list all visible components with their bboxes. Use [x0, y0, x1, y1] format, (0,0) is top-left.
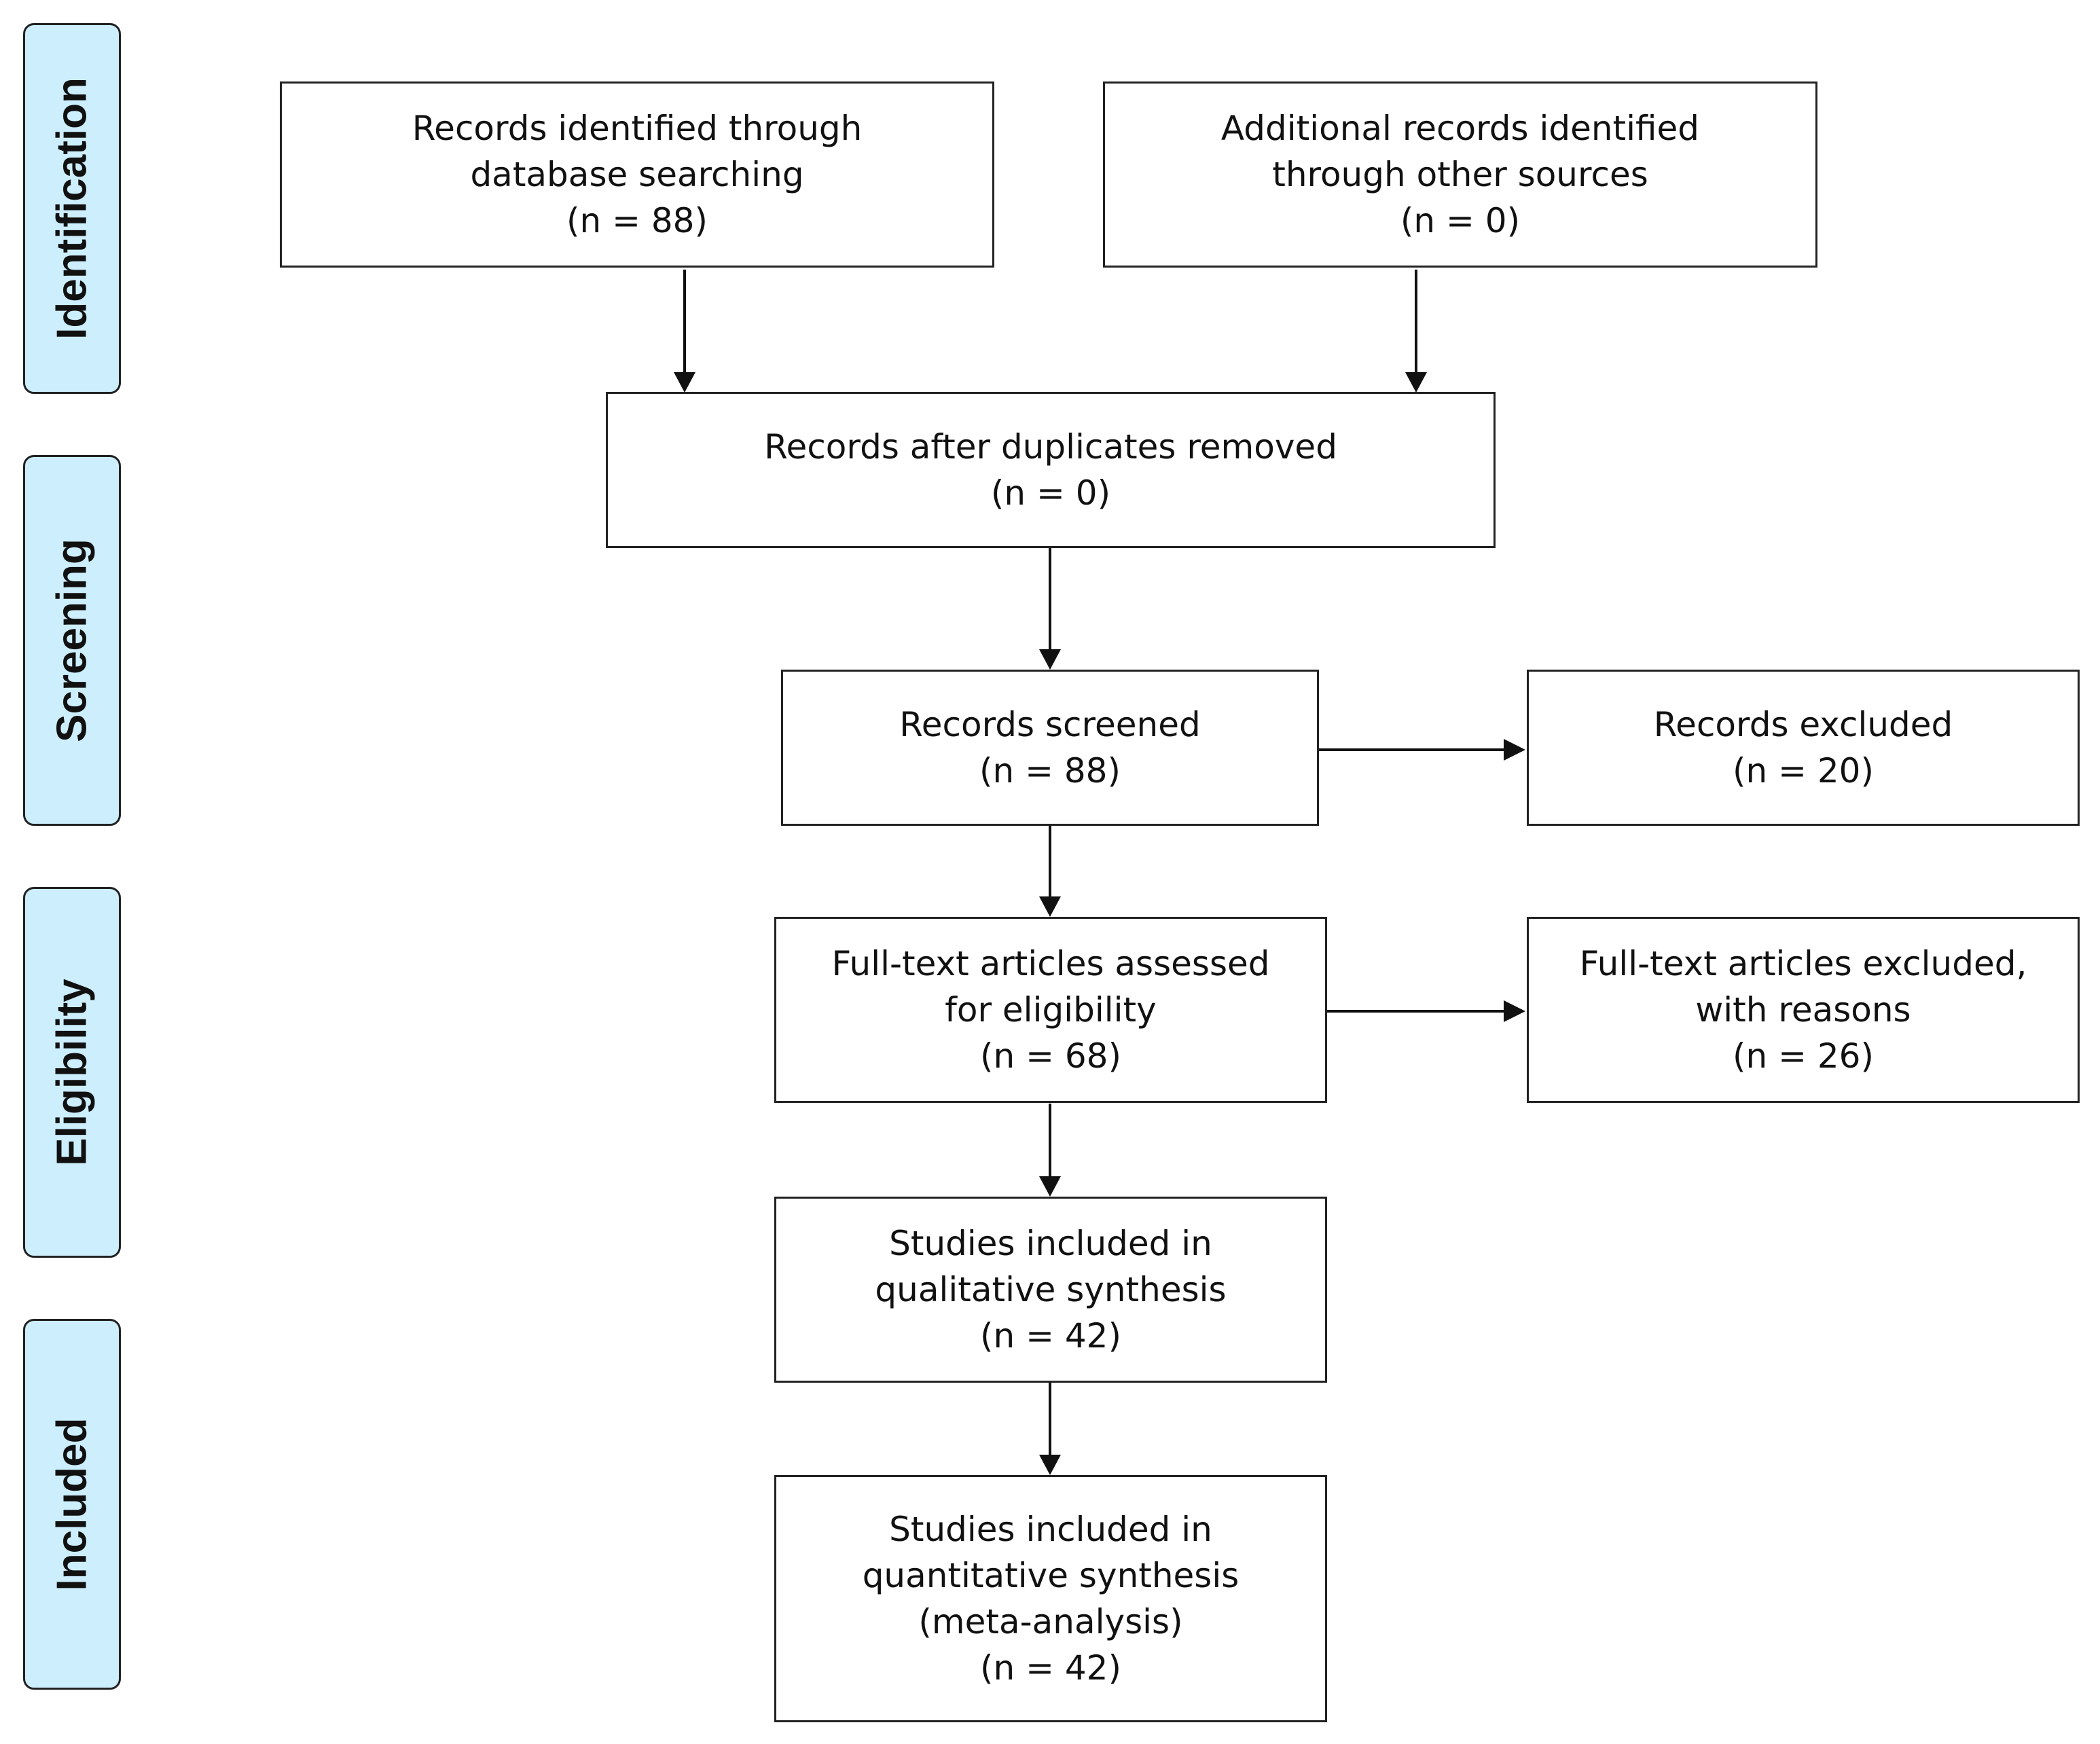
box-count: (n = 68)	[979, 1036, 1121, 1076]
box-count: (n = 42)	[979, 1316, 1121, 1356]
box-line: Studies included in	[889, 1224, 1212, 1263]
box-count: (n = 20)	[1732, 751, 1874, 791]
arrowhead	[1039, 1455, 1061, 1475]
box-line: with reasons	[1695, 990, 1911, 1030]
arrowhead	[1405, 372, 1427, 393]
box-qualitative-synthesis: Studies included in qualitative synthesi…	[774, 1197, 1327, 1383]
box-after-duplicates: Records after duplicates removed (n = 0)	[606, 392, 1496, 548]
box-line: for eligibility	[945, 990, 1157, 1030]
box-line: Records after duplicates removed	[764, 427, 1337, 467]
box-fulltext-excluded: Full-text articles excluded, with reason…	[1527, 917, 2080, 1103]
box-count: (n = 88)	[566, 201, 708, 240]
arrowhead	[1039, 896, 1061, 917]
box-quantitative-synthesis: Studies included in quantitative synthes…	[774, 1475, 1327, 1722]
box-count: (n = 42)	[979, 1648, 1121, 1688]
box-line: Studies included in	[889, 1510, 1212, 1549]
box-line: database searching	[470, 155, 804, 194]
phase-eligibility: Eligibility	[23, 887, 121, 1258]
arrowhead	[1504, 1000, 1525, 1022]
phase-identification: Identification	[23, 23, 121, 394]
arrowhead	[1504, 739, 1525, 761]
arrowhead	[1039, 649, 1061, 670]
box-line: Full-text articles assessed	[831, 944, 1270, 983]
box-other-sources: Additional records identified through ot…	[1103, 81, 1817, 268]
box-records-excluded: Records excluded (n = 20)	[1527, 670, 2080, 826]
box-line: Full-text articles excluded,	[1579, 944, 2027, 983]
box-line: Additional records identified	[1220, 109, 1700, 148]
box-count: (n = 26)	[1732, 1036, 1874, 1076]
arrowhead	[674, 372, 695, 393]
box-database-search: Records identified through database sear…	[280, 81, 994, 268]
box-line: (meta-analysis)	[918, 1602, 1183, 1641]
phase-screening: Screening	[23, 455, 121, 826]
phase-included: Included	[23, 1319, 121, 1690]
box-line: Records identified through	[412, 109, 863, 148]
arrowhead	[1039, 1176, 1061, 1197]
box-count: (n = 0)	[1400, 201, 1521, 240]
box-line: quantitative synthesis	[862, 1556, 1239, 1595]
box-count: (n = 88)	[979, 751, 1121, 791]
box-count: (n = 0)	[990, 473, 1111, 513]
box-fulltext-assessed: Full-text articles assessed for eligibil…	[774, 917, 1327, 1103]
box-line: through other sources	[1272, 155, 1648, 194]
box-line: qualitative synthesis	[875, 1270, 1227, 1309]
box-line: Records screened	[899, 705, 1201, 744]
box-line: Records excluded	[1653, 705, 1953, 744]
box-records-screened: Records screened (n = 88)	[781, 670, 1319, 826]
